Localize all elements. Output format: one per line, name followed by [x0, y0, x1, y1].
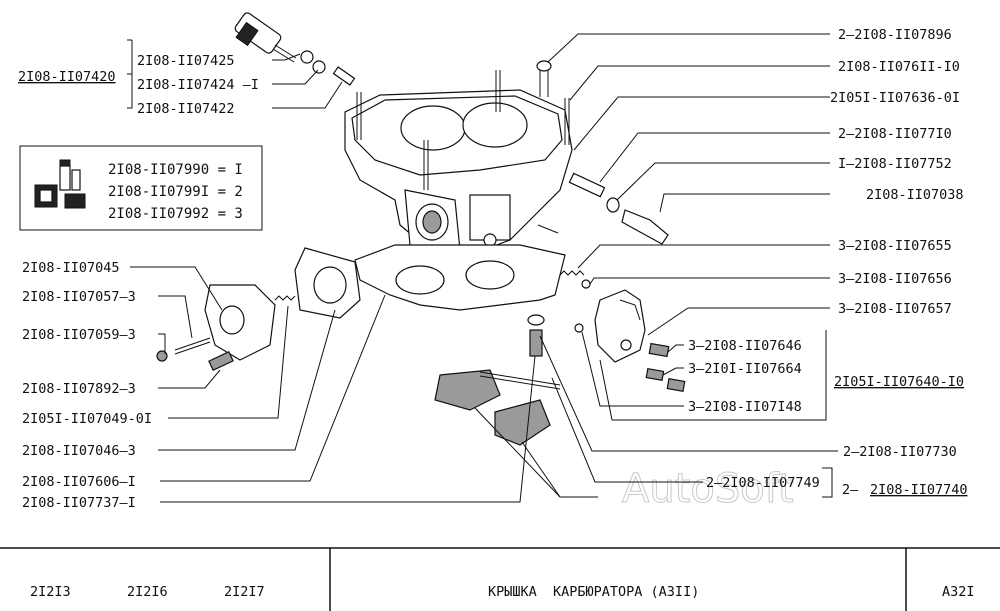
float-assembly [434, 314, 561, 446]
spring-and-ball [559, 270, 591, 289]
label-2108-1107656: 3—2I08-II07656 [838, 271, 952, 287]
label-21051-1107640-10: 2I05I-II07640-I0 [834, 374, 964, 390]
label-2108-1107045: 2I08-II07045 [22, 260, 120, 276]
watermark: AutoSoft [622, 466, 794, 512]
label-2108-1107730: 2—2I08-II07730 [843, 444, 957, 460]
leader-lines [127, 33, 838, 503]
label-2108-1107657: 3—2I08-II07657 [838, 301, 952, 317]
kit-label-2108-1107991: 2I08-II0799I = 2 [108, 184, 243, 200]
title-block: 2I2I3 2I2I6 2I2I7 КРЫШКА КАРБЮРАТОРА (АЗ… [0, 547, 1000, 611]
kit-box-icons [34, 159, 86, 209]
label-2108-1107606: 2I08-II07606—I [22, 474, 136, 490]
model-21216: 2I2I6 [127, 584, 168, 600]
label-21051-1107636-01: 2I05I-II07636-0I [830, 90, 960, 106]
solenoid-valve [234, 12, 356, 86]
label-2108-1107752: I—2I08-II07752 [838, 156, 952, 172]
label-2108-1107611-10: 2I08-II076II-I0 [838, 59, 960, 75]
labels-right: 2—2I08-II07896 2I08-II076II-I0 2I05I-II0… [688, 27, 968, 498]
label-2108-1107737: 2I08-II07737—I [22, 495, 136, 511]
label-2108-1107424: 2I08-II07424 —I [137, 77, 259, 93]
diaphragm-housing [156, 247, 361, 371]
label-2108-1107896: 2—2I08-II07896 [838, 27, 952, 43]
label-2108-1107655: 3—2I08-II07655 [838, 238, 952, 254]
cover-gasket [354, 244, 566, 311]
labels-top-left: 2I08-II07425 2I08-II07424 —I 2I08-II0742… [18, 53, 259, 117]
page-number: А32I [942, 584, 975, 600]
lever-plate [574, 289, 686, 393]
label-2108-1107740: 2I08-II07740 [870, 482, 968, 498]
kit-label-2108-1107990: 2I08-II07990 = I [108, 162, 243, 178]
label-2108-1107422: 2I08-II07422 [137, 101, 235, 117]
model-21217: 2I2I7 [224, 584, 265, 600]
label-2108-1107148: 3—2I08-II07I48 [688, 399, 802, 415]
carburetor-cover-body [344, 70, 573, 256]
screw-top [536, 60, 552, 97]
labels-left: 2I08-II07045 2I08-II07057—3 2I08-II07059… [22, 260, 152, 511]
label-2108-1107038: 2I08-II07038 [866, 187, 964, 203]
label-2108-1107059: 2I08-II07059—3 [22, 327, 136, 343]
page-title: КРЫШКА КАРБЮРАТОРА (АЗII) [488, 584, 699, 600]
label-2108-1107646: 3—2I08-II07646 [688, 338, 802, 354]
label-2108-1107892: 2I08-II07892—3 [22, 381, 136, 397]
label-2108-1107710: 2—2I08-II077I0 [838, 126, 952, 142]
exploded-view-drawing [34, 12, 686, 446]
label-2108-1107420: 2I08-II07420 [18, 69, 116, 85]
label-2108-1107057: 2I08-II07057—3 [22, 289, 136, 305]
label-prefix-2108-1107740: 2— [842, 482, 859, 498]
repair-kit-box: 2I08-II07990 = I 2I08-II0799I = 2 2I08-I… [19, 145, 263, 231]
label-2108-1107046: 2I08-II07046—3 [22, 443, 136, 459]
label-2108-1107749: 2—2I08-II07749 [706, 475, 820, 491]
label-21051-1107049-01: 2I05I-II07049-0I [22, 411, 152, 427]
kit-label-2108-1107992: 2I08-II07992 = 3 [108, 206, 243, 222]
model-21213: 2I2I3 [30, 584, 71, 600]
label-2101-1107664: 3—2I0I-II07664 [688, 361, 802, 377]
label-2108-1107425: 2I08-II07425 [137, 53, 235, 69]
fuel-inlet-fitting [537, 172, 669, 245]
